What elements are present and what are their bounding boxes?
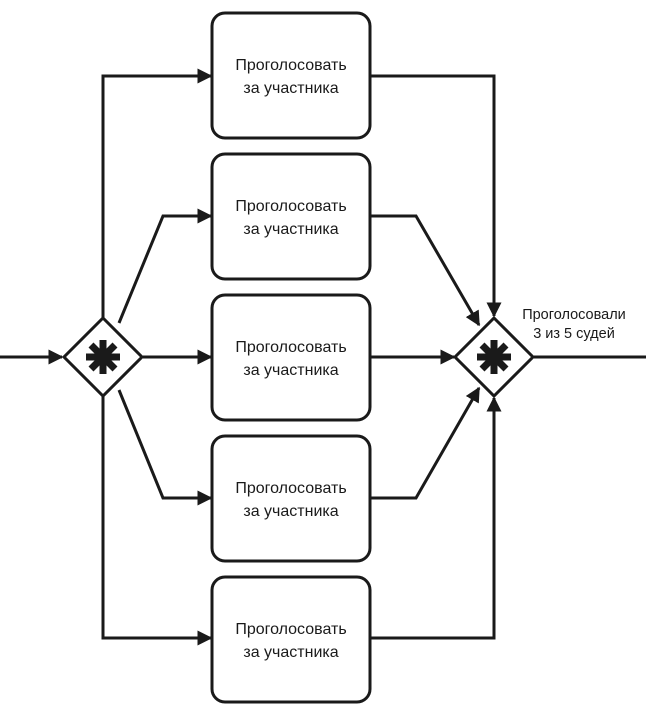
flow-task-2-to-join[interactable]	[371, 214, 481, 327]
task-label-line-1: Проголосовать	[235, 480, 346, 497]
task-vote-1[interactable]: Проголосовать за участника	[210, 11, 372, 140]
sequence-flows	[0, 68, 646, 646]
task-label-line-1: Проголосовать	[235, 57, 346, 74]
task-label-line-2: за участника	[243, 221, 338, 238]
task-vote-5[interactable]: Проголосовать за участника	[210, 575, 372, 704]
task-vote-3[interactable]: Проголосовать за участника	[210, 293, 372, 422]
flow-task-5-to-join[interactable]	[371, 396, 502, 640]
flow-task-1-to-join[interactable]	[371, 74, 502, 318]
task-label-line-1: Проголосовать	[235, 621, 346, 638]
complex-gateway-icon	[86, 340, 120, 374]
flow-split-to-task-4[interactable]	[117, 389, 213, 506]
task-label-line-2: за участника	[243, 362, 338, 379]
split-gateway[interactable]	[61, 315, 145, 399]
join-gateway[interactable]	[452, 315, 536, 399]
flow-split-to-task-2[interactable]	[117, 208, 213, 324]
task-vote-2[interactable]: Проголосовать за участника	[210, 152, 372, 281]
task-label-line-2: за участника	[243, 503, 338, 520]
task-vote-4[interactable]: Проголосовать за участника	[210, 434, 372, 563]
complex-gateway-icon	[477, 340, 511, 374]
join-gateway-label-line-1: Проголосовали	[522, 307, 626, 323]
task-label-line-2: за участника	[243, 80, 338, 97]
flow-split-to-task-5[interactable]	[101, 396, 213, 646]
join-gateway-label-line-2: 3 из 5 судей	[533, 326, 615, 342]
task-label-line-1: Проголосовать	[235, 198, 346, 215]
join-gateway-label: Проголосовали 3 из 5 судей	[522, 307, 626, 342]
flow-split-to-task-1[interactable]	[101, 68, 213, 318]
task-label-line-1: Проголосовать	[235, 339, 346, 356]
flow-task-4-to-join[interactable]	[371, 386, 481, 500]
task-label-line-2: за участника	[243, 644, 338, 661]
